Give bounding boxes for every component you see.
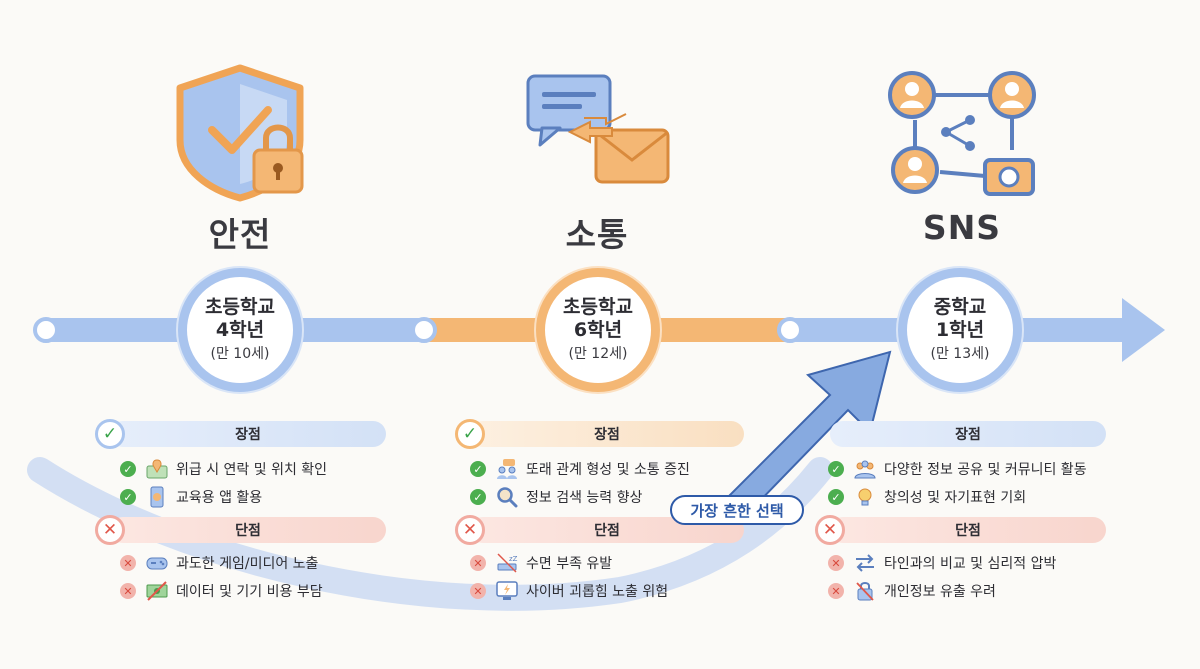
check-icon: ✓: [470, 489, 486, 505]
cross-badge-icon: ✕: [95, 515, 125, 545]
pro-item: ✓ 정보 검색 능력 향상: [470, 485, 642, 509]
con-item: ✕ 개인정보 유출 우려: [828, 579, 996, 603]
check-icon: ✓: [828, 461, 844, 477]
sleep-icon: zZ: [497, 553, 518, 573]
milestone-age: (만 12세): [568, 346, 628, 362]
timeline-arrowhead: [1122, 298, 1165, 362]
money-icon: [146, 581, 168, 601]
milestone-age: (만 10세): [210, 346, 270, 362]
cross-badge-icon: ✕: [455, 515, 485, 545]
community-icon: [854, 460, 876, 479]
milestone-grade4: 초등학교 4학년 (만 10세): [178, 268, 302, 392]
check-icon: ✓: [470, 461, 486, 477]
pro-text: 위급 시 연락 및 위치 확인: [176, 462, 328, 478]
con-text: 수면 부족 유발: [526, 556, 613, 572]
stage-title-communication: 소통: [565, 215, 629, 254]
check-badge-icon: ✓: [455, 419, 485, 449]
pro-item: ✓ 다양한 정보 공유 및 커뮤니티 활동: [828, 457, 1087, 481]
cross-icon: ✕: [828, 555, 844, 571]
map-pin-icon: [146, 459, 168, 479]
phone-app-icon: [150, 486, 164, 508]
warning-screen-icon: [496, 581, 518, 600]
milestone-school: 초등학교: [205, 296, 275, 318]
con-text: 개인정보 유출 우려: [884, 584, 996, 600]
check-icon: ✓: [120, 489, 136, 505]
pro-item: ✓ 위급 시 연락 및 위치 확인: [120, 457, 327, 481]
gamepad-icon: [146, 557, 168, 570]
cross-icon: ✕: [828, 583, 844, 599]
pro-text: 창의성 및 자기표현 기회: [884, 490, 1027, 506]
milestone-grade: 6학년: [573, 319, 623, 341]
cross-icon: ✕: [470, 583, 486, 599]
con-text: 사이버 괴롭힘 노출 위험: [526, 584, 669, 600]
cons-header-sns: 단점: [830, 517, 1106, 543]
milestone-school: 중학교: [933, 296, 987, 318]
social-network-icon: [888, 71, 1036, 196]
milestone-grade6: 초등학교 6학년 (만 12세): [536, 268, 660, 392]
pro-item: ✓ 교육용 앱 활용: [120, 485, 262, 509]
compare-arrows-icon: [856, 554, 874, 572]
lightbulb-icon: [858, 488, 872, 506]
timeline-node-end: [777, 317, 803, 343]
shield-lock-icon: [176, 64, 304, 202]
group-chat-icon: [497, 459, 517, 479]
con-item: ✕ zZ 수면 부족 유발: [470, 551, 612, 575]
pro-text: 다양한 정보 공유 및 커뮤니티 활동: [884, 462, 1087, 478]
pro-item: ✓ 또래 관계 형성 및 소통 증진: [470, 457, 690, 481]
check-icon: ✓: [828, 489, 844, 505]
stage-title-safety: 안전: [208, 215, 272, 254]
timeline-node-mid: [411, 317, 437, 343]
pros-header-sns: 장점: [830, 421, 1106, 447]
milestone-age: (만 13세): [930, 346, 990, 362]
milestone-grade: 1학년: [935, 319, 985, 341]
check-icon: ✓: [120, 461, 136, 477]
cross-icon: ✕: [120, 583, 136, 599]
stage-title-sns: SNS: [922, 208, 1002, 247]
pro-text: 또래 관계 형성 및 소통 증진: [526, 462, 690, 478]
con-item: ✕ 과도한 게임/미디어 노출: [120, 551, 318, 575]
pro-text: 교육용 앱 활용: [176, 490, 263, 506]
milestone-grade: 4학년: [215, 319, 265, 341]
pros-header-communication: 장점: [470, 421, 744, 447]
con-text: 데이터 및 기기 비용 부담: [176, 584, 323, 600]
con-text: 과도한 게임/미디어 노출: [176, 556, 319, 572]
cross-icon: ✕: [470, 555, 486, 571]
timeline-node-start: [33, 317, 59, 343]
cons-header-safety: 단점: [110, 517, 386, 543]
check-badge-icon: ✓: [95, 419, 125, 449]
pro-text: 정보 검색 능력 향상: [526, 490, 643, 506]
cross-badge-icon: ✕: [815, 515, 845, 545]
most-common-choice-label: 가장 흔한 선택: [670, 495, 804, 525]
con-text: 타인과의 비교 및 심리적 압박: [884, 556, 1057, 572]
cross-icon: ✕: [120, 555, 136, 571]
svg-text:zZ: zZ: [509, 555, 518, 563]
con-item: ✕ 데이터 및 기기 비용 부담: [120, 579, 323, 603]
chat-mail-icon: [526, 74, 670, 184]
pro-item: ✓ 창의성 및 자기표현 기회: [828, 485, 1026, 509]
pros-header-safety: 장점: [110, 421, 386, 447]
con-item: ✕ 타인과의 비교 및 심리적 압박: [828, 551, 1056, 575]
lock-warning-icon: [856, 582, 874, 601]
magnifier-icon: [497, 487, 518, 508]
milestone-school: 초등학교: [563, 296, 633, 318]
con-item: ✕ 사이버 괴롭힘 노출 위험: [470, 579, 668, 603]
milestone-middle1: 중학교 1학년 (만 13세): [898, 268, 1022, 392]
